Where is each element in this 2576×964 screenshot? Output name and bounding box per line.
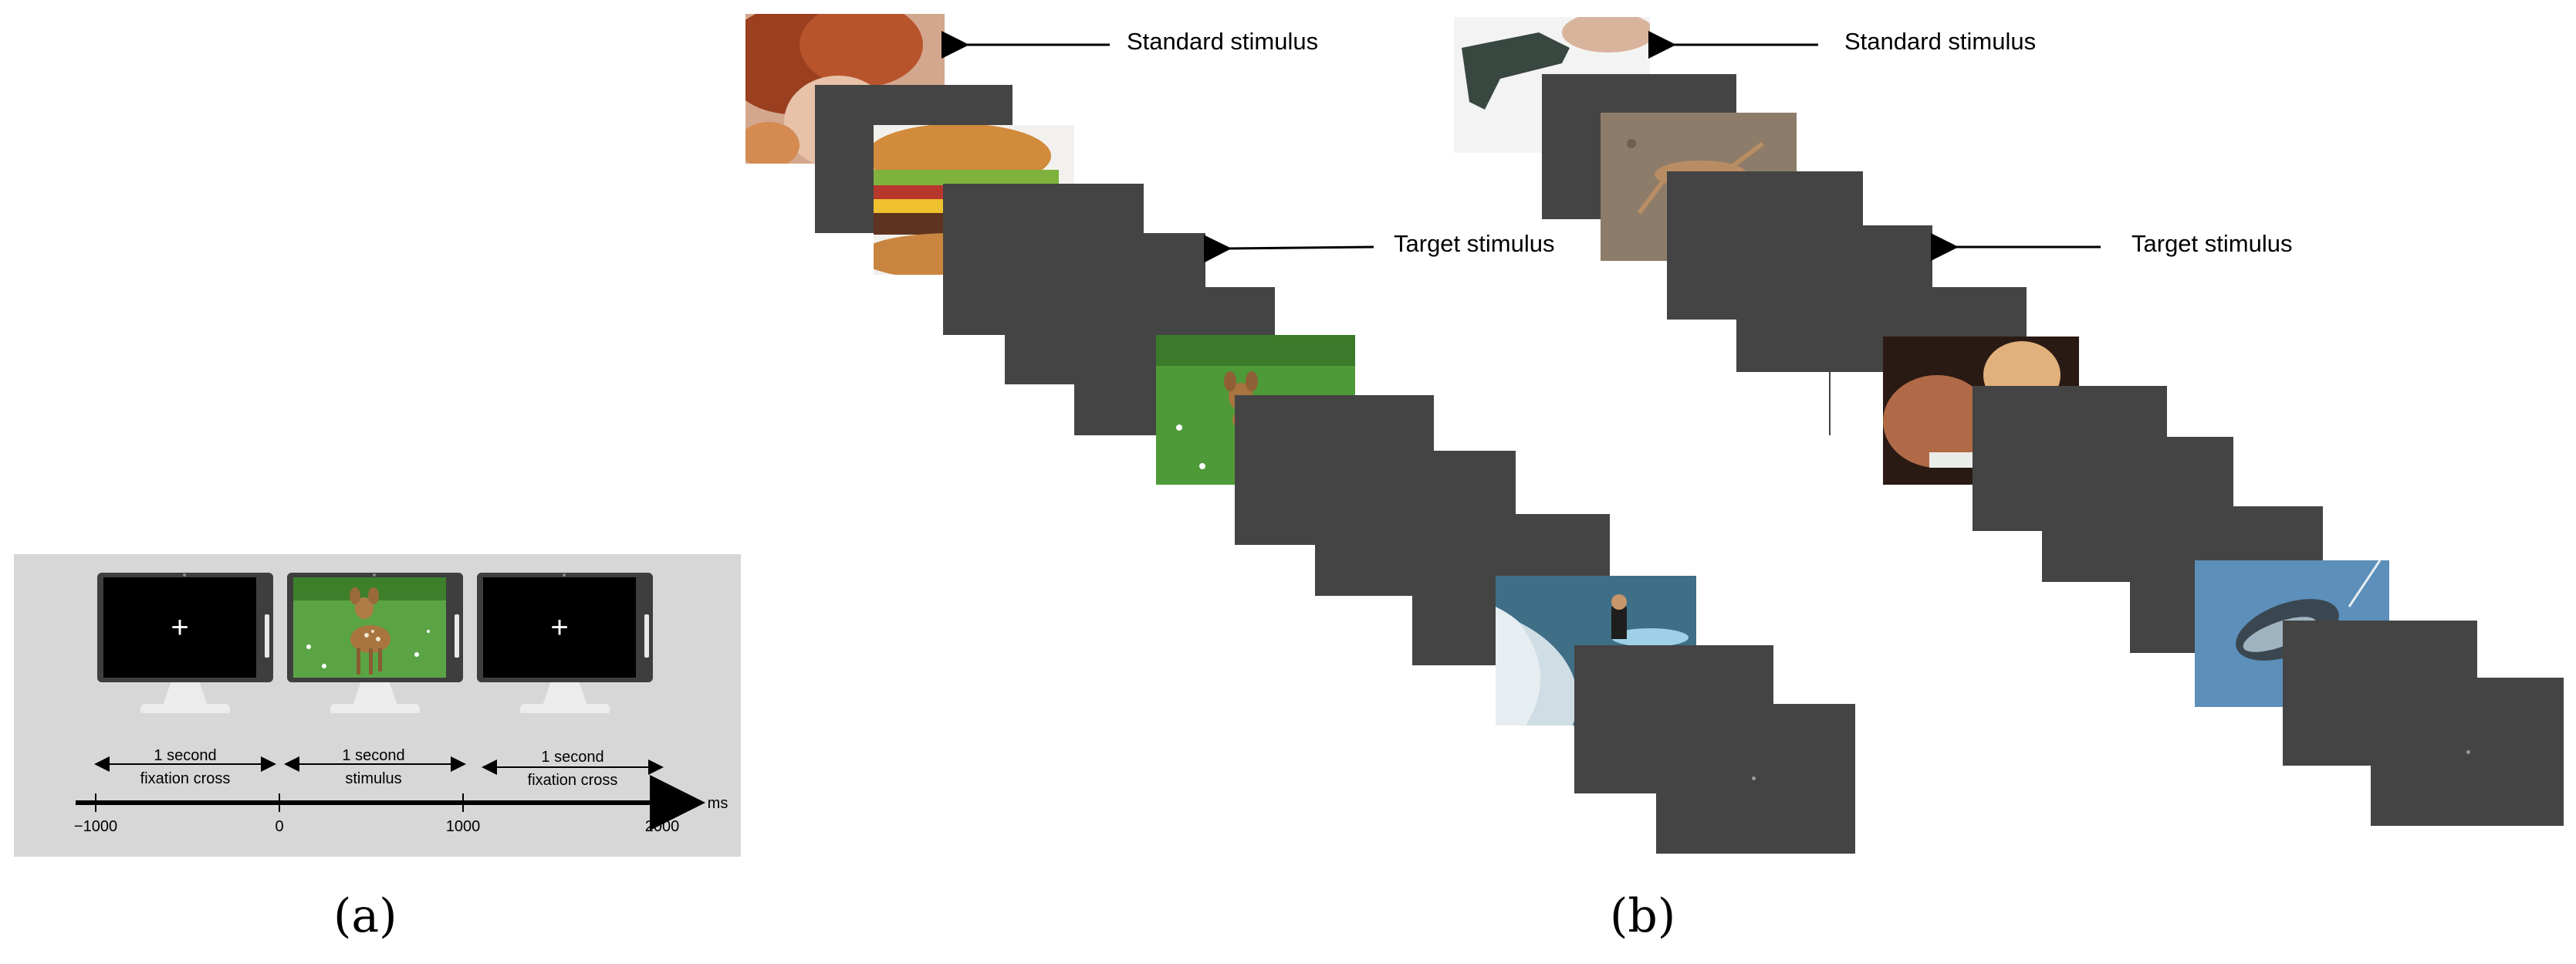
- axis-tick-label: 2000: [644, 818, 680, 835]
- interval-label: 1 second fixation cross: [527, 749, 618, 789]
- target-stimulus-label: Target stimulus: [2131, 230, 2293, 257]
- fixation-screen: +: [483, 577, 636, 678]
- axis-tick-label: 0: [275, 818, 284, 835]
- stimulus-screen-fawn: [293, 577, 446, 678]
- monitor-fixation-2: +: [477, 573, 653, 682]
- blank-screen: [2037, 437, 2233, 506]
- blank-screen-final: [2371, 678, 2564, 826]
- fixation-cross: +: [550, 611, 569, 644]
- trial-timeline-panel: +: [14, 554, 741, 857]
- interval-label: 1 second stimulus: [342, 747, 405, 787]
- standard-stimulus-label: Standard stimulus: [1844, 28, 2037, 55]
- target-stimulus-label: Target stimulus: [1394, 230, 1555, 257]
- monitor-fixation-1: +: [97, 573, 273, 682]
- interval-label: 1 second fixation cross: [140, 747, 231, 787]
- blank-screen-final: [1656, 704, 1855, 854]
- standard-stimulus-label: Standard stimulus: [1127, 28, 1319, 55]
- caption-a: (a): [333, 889, 397, 943]
- fixation-cross: +: [171, 611, 189, 644]
- caption-b: (b): [1610, 889, 1676, 943]
- fixation-screen: +: [103, 577, 256, 678]
- axis-unit-label: ms: [707, 795, 729, 812]
- axis-tick-label: 1000: [445, 818, 481, 835]
- axis-tick-label: −1000: [73, 818, 118, 835]
- monitor-stimulus: [287, 573, 463, 682]
- timeline-arrows: [76, 756, 705, 830]
